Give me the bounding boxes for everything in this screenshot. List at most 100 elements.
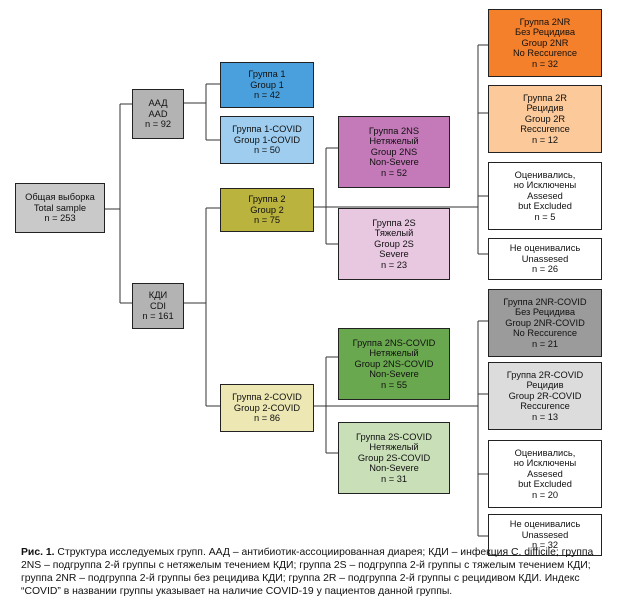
node-text-line: Group 2NS-COVID xyxy=(354,358,434,369)
node-text-line: Не оценивались xyxy=(509,519,581,530)
node-text-line: Тяжелый xyxy=(374,228,414,239)
node-text-line: n = 42 xyxy=(253,90,281,101)
node-text-line: n = 32 xyxy=(531,540,559,551)
node-text-line: Unassesed xyxy=(521,529,569,540)
node-text-line: n = 55 xyxy=(380,379,408,390)
node-text-line: n = 23 xyxy=(380,259,408,270)
node-text-line: Группа 2NR-COVID xyxy=(503,296,587,307)
node-text-line: Group 2NS xyxy=(370,146,418,157)
node-text-line: No Reccurence xyxy=(512,48,578,59)
node-text-line: n = 13 xyxy=(531,411,559,422)
node-text-line: Reccurence xyxy=(520,124,570,135)
node-text-line: n = 5 xyxy=(534,211,556,222)
node-text-line: No Reccurence xyxy=(512,328,578,339)
node-text-line: но Исключены xyxy=(513,180,577,191)
node-text-line: Рецидив xyxy=(526,380,564,391)
node-text-line: Non-Severe xyxy=(369,157,419,168)
node-text-line: but Excluded xyxy=(518,479,572,490)
node-text-line: Group 2R-COVID xyxy=(508,390,582,401)
node-text-line: Группа 2NS xyxy=(368,125,420,136)
node-text-line: Group 2NR xyxy=(521,37,569,48)
node-text-line: Нетяжелый xyxy=(369,136,419,147)
node-text-line: Assesed xyxy=(527,190,563,201)
node-text-line: but Excluded xyxy=(518,201,572,212)
node-text-line: Нетяжелый xyxy=(369,348,419,359)
caption-text: Структура исследуемых групп. ААД – антиб… xyxy=(21,547,594,597)
node-text-line: Группа 1 xyxy=(248,69,286,80)
node-text-line: n = 31 xyxy=(380,473,408,484)
node-text-line: AAD xyxy=(148,108,168,119)
node-text-line: Group 1-COVID xyxy=(233,134,301,145)
caption-label: Рис. 1. xyxy=(21,547,55,558)
node-text-line: Non-Severe xyxy=(369,463,419,474)
node-text-line: Reccurence xyxy=(520,401,570,412)
node-text-line: Group 2R xyxy=(524,113,566,124)
node-text-line: Group 2S xyxy=(374,238,414,249)
node-text-line: Assesed xyxy=(527,468,563,479)
node-text-line: Без Рецидива xyxy=(514,27,576,38)
node-text-line: n = 161 xyxy=(142,311,174,322)
node-text-line: n = 32 xyxy=(531,58,559,69)
node-text-line: Группа 2S xyxy=(372,217,416,228)
node-text-line: Без Рецидива xyxy=(514,307,576,318)
node-text-line: n = 253 xyxy=(44,213,76,224)
node-text-line: Severe xyxy=(379,249,409,260)
node-text-line: ААД xyxy=(148,98,168,109)
node-text-line: Non-Severe xyxy=(369,369,419,380)
node-text-line: n = 20 xyxy=(531,489,559,500)
node-text-line: n = 26 xyxy=(531,264,559,275)
node-text-line: Группа 2NS-COVID xyxy=(352,337,436,348)
node-text-line: Оценивались, xyxy=(514,447,576,458)
node-text-line: n = 86 xyxy=(253,413,281,424)
node-text-line: Group 2NR-COVID xyxy=(505,317,585,328)
node-text-line: Группа 2-COVID xyxy=(232,392,302,403)
node-text-line: Unassesed xyxy=(521,253,569,264)
node-text-line: Группа 2R-COVID xyxy=(506,369,584,380)
node-text-line: Не оценивались xyxy=(509,243,581,254)
node-text-line: Оценивались, xyxy=(514,169,576,180)
node-text-line: Группа 2 xyxy=(248,194,286,205)
node-text-line: Группа 2S-COVID xyxy=(356,431,432,442)
node-text-line: Group 1 xyxy=(250,79,284,90)
node-text-line: Общая выборка xyxy=(25,192,95,203)
node-text-line: но Исключены xyxy=(513,458,577,469)
node-text-line: n = 92 xyxy=(144,119,172,130)
node-text-line: Группа 2R xyxy=(523,92,567,103)
node-text-line: Группа 1-COVID xyxy=(232,124,302,135)
node-text-line: Группа 2NR xyxy=(519,16,571,27)
node-text-line: Group 2 xyxy=(250,204,284,215)
node-text-line: Нетяжелый xyxy=(369,442,419,453)
node-text-line: CDI xyxy=(149,300,166,311)
node-text-line: Group 2-COVID xyxy=(233,402,301,413)
node-text-line: n = 12 xyxy=(531,134,559,145)
node-text-line: Group 2S-COVID xyxy=(357,452,431,463)
node-text-line: n = 52 xyxy=(380,167,408,178)
node-text-line: n = 21 xyxy=(531,338,559,349)
node-text-line: Рецидив xyxy=(526,103,564,114)
node-text-line: КДИ xyxy=(148,290,168,301)
figure-caption: Рис. 1. Структура исследуемых групп. ААД… xyxy=(21,546,609,598)
node-text-line: n = 50 xyxy=(253,145,281,156)
node-text-line: n = 75 xyxy=(253,215,281,226)
node-text-line: Total sample xyxy=(33,202,87,213)
